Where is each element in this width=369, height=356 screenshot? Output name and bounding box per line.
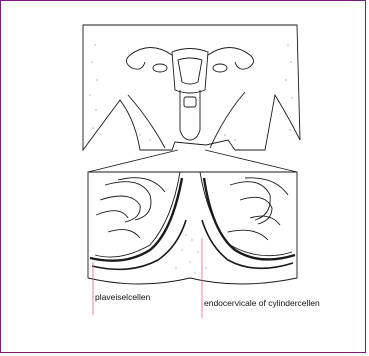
- label-squamous: plaveiselcellen: [95, 292, 150, 302]
- pelvis-stipple: [90, 45, 293, 141]
- pelvis-outline: [83, 25, 300, 150]
- magnified-view: [88, 172, 297, 284]
- label-columnar: endocervicale of cylindercellen: [204, 298, 320, 308]
- pointer-lines: [93, 238, 202, 318]
- zoom-lines: [88, 150, 297, 172]
- uterus-icon: [126, 48, 253, 141]
